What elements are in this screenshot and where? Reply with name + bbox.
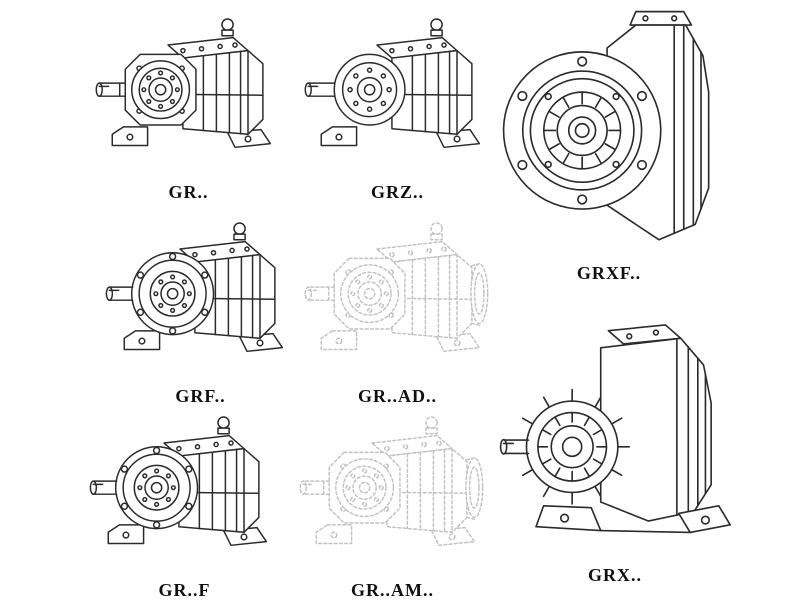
gr-ad-gearbox-drawing <box>295 210 500 382</box>
figure-gr: GR.. <box>86 6 291 203</box>
figure-grf-label: GRF.. <box>175 386 226 406</box>
figure-grz-label: GRZ.. <box>370 182 424 202</box>
figure-grxf-label: GRXF.. <box>576 263 642 283</box>
gr-gearbox-drawing <box>86 6 291 178</box>
figure-grf: GRF.. <box>98 210 303 407</box>
figure-gr-f-label: GR..F <box>158 580 211 600</box>
figure-gr-ad-label: GR..AD.. <box>358 386 437 406</box>
grx-gearbox-drawing <box>496 304 734 561</box>
grxf-gearbox-drawing <box>494 0 724 259</box>
gr-f-gearbox-drawing <box>82 404 287 576</box>
figure-gr-ad: GR..AD.. <box>295 210 500 407</box>
figure-grx: GRX.. <box>496 304 734 586</box>
figure-gr-f: GR..F <box>82 404 287 600</box>
figure-gr-am: GR..AM.. <box>290 404 495 600</box>
figure-gr-label: GR.. <box>168 182 209 202</box>
figure-grxf: GRXF.. <box>494 0 724 284</box>
gr-am-gearbox-drawing <box>290 404 495 576</box>
grz-gearbox-drawing <box>295 6 500 178</box>
figure-gr-am-label: GR..AM.. <box>351 580 434 600</box>
figure-grx-label: GRX.. <box>588 565 642 585</box>
grf-gearbox-drawing <box>98 210 303 382</box>
figure-grz: GRZ.. <box>295 6 500 203</box>
